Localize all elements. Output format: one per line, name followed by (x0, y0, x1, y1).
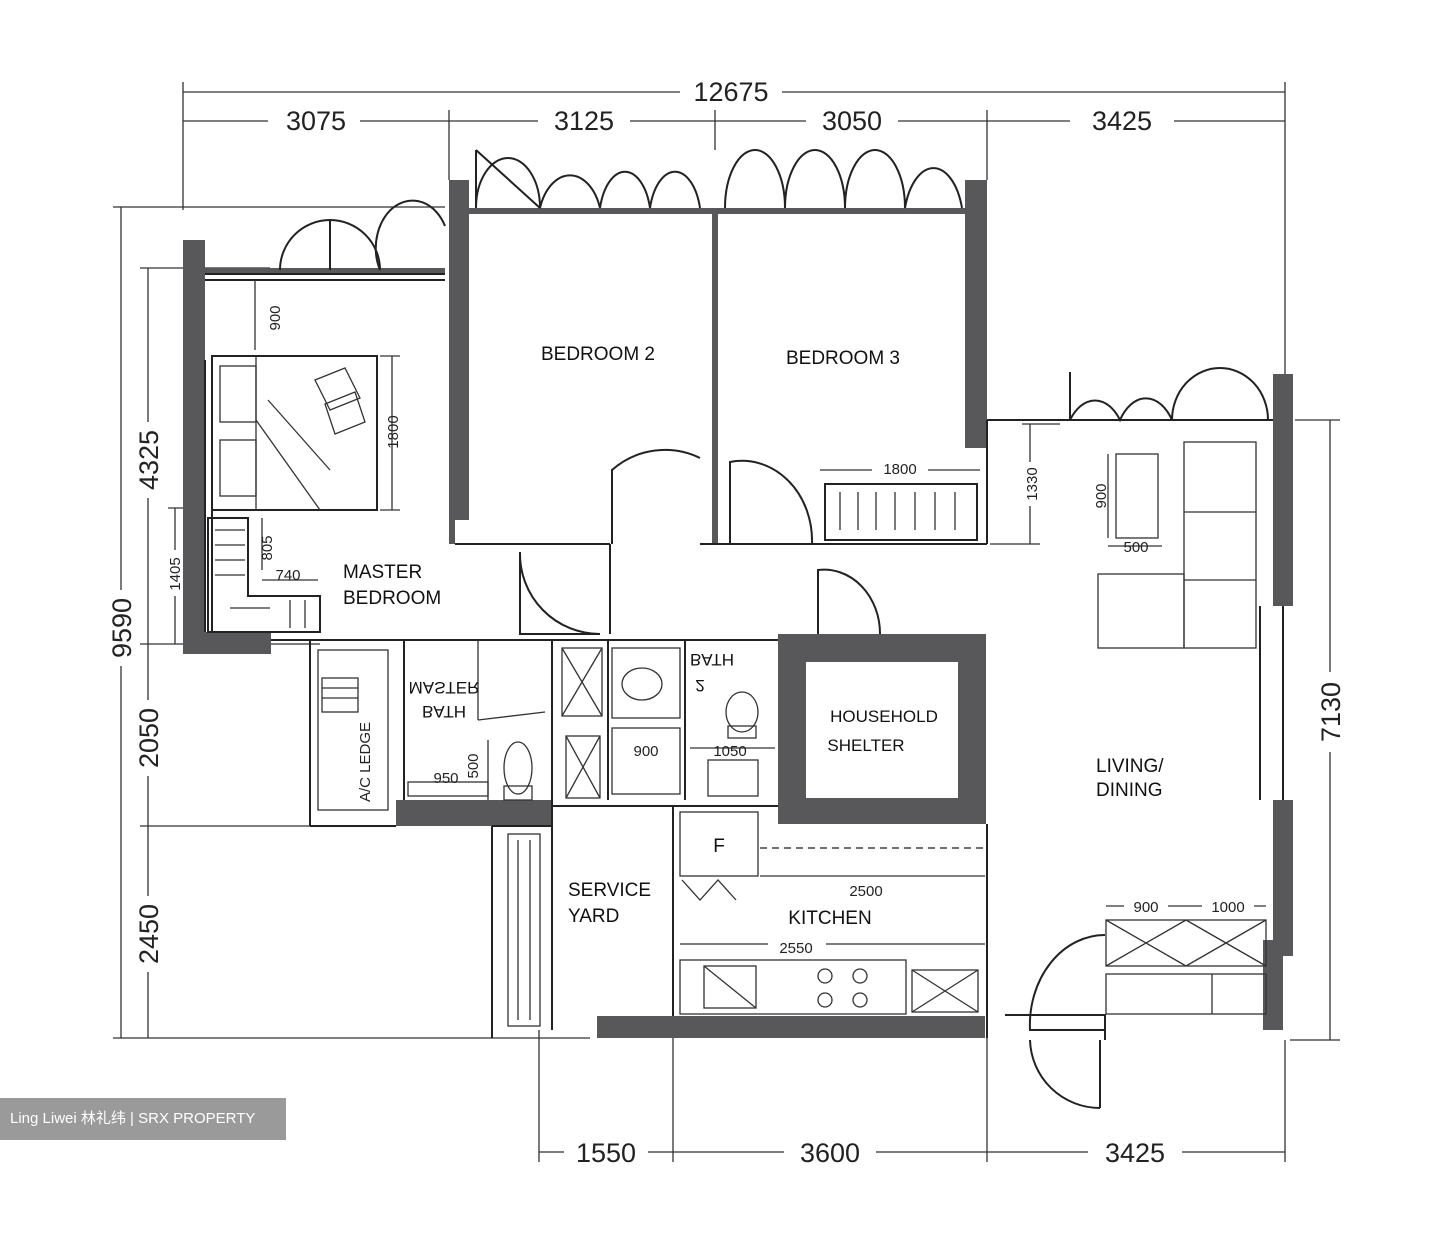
dim-total-height: 9590 (107, 598, 137, 658)
dim-bottom-2: 3600 (800, 1138, 860, 1168)
wall-outlines (271, 419, 1273, 1038)
dim-bath-950: 950 (433, 770, 458, 787)
bedroom-3-label: BEDROOM 3 (786, 348, 900, 369)
kitchen-label: KITCHEN (788, 908, 871, 929)
service-yard-label-2: YARD (568, 906, 619, 927)
living-dining-label-1: LIVING/ (1096, 756, 1164, 777)
dim-bottom-1: 1550 (576, 1138, 636, 1168)
master-bath-label-2: BATH (422, 702, 466, 721)
dim-bath-500: 500 (465, 753, 482, 778)
dim-bath-900: 900 (633, 743, 658, 760)
dim-top-3: 3050 (822, 106, 882, 136)
dim-total-width: 12675 (693, 77, 768, 107)
master-bedroom-label-1: MASTER (343, 562, 422, 583)
bath-2 (561, 647, 775, 799)
dim-left-1: 4325 (134, 430, 164, 490)
dim-top-1: 3075 (286, 106, 346, 136)
dim-kitchen-counter-bottom: 2550 (779, 940, 812, 957)
bath-2-label-2: 2 (695, 676, 704, 695)
dim-shoe-cabinet-1: 900 (1133, 899, 1158, 916)
dim-bottom-3: 3425 (1105, 1138, 1165, 1168)
dim-right: 7130 (1316, 682, 1346, 742)
ac-ledge (317, 649, 389, 811)
living-dining-label-2: DINING (1096, 780, 1163, 801)
bedroom-2-label: BEDROOM 2 (541, 344, 655, 365)
fridge-label: F (713, 836, 725, 857)
living-furniture (1097, 441, 1267, 1015)
dim-top-2: 3125 (554, 106, 614, 136)
dim-left-4: 2450 (134, 904, 164, 964)
bath-2-label-1: BATH (690, 650, 734, 669)
windows (204, 149, 1284, 800)
watermark: Ling Liwei 林礼纬 | SRX PROPERTY (0, 1098, 286, 1140)
dim-table-length: 900 (1093, 483, 1110, 508)
dim-top-4: 3425 (1092, 106, 1152, 136)
service-yard-label-1: SERVICE (568, 880, 651, 901)
master-bedroom-label-2: BEDROOM (343, 588, 441, 609)
top-dimension-lines (182, 77, 1286, 390)
bedroom3-wardrobe (820, 460, 980, 541)
ac-ledge-label: A/C LEDGE (357, 722, 374, 802)
dim-left-3: 2050 (134, 708, 164, 768)
dim-bed3-wardrobe: 1800 (883, 461, 916, 478)
dim-bath-1050: 1050 (713, 743, 746, 760)
master-bed (211, 280, 400, 511)
dim-bed-clearance: 900 (267, 305, 284, 330)
master-wardrobe (207, 517, 321, 633)
dim-wardrobe-width: 740 (275, 567, 300, 584)
dim-left-2: 1405 (167, 557, 184, 590)
dim-wardrobe-depth: 805 (259, 535, 276, 560)
doors (518, 448, 1106, 1109)
walls (183, 180, 1293, 1038)
bottom-dimension-lines (538, 1030, 1286, 1167)
dim-shoe-cabinet-2: 1000 (1211, 899, 1244, 916)
dim-kitchen-counter-top: 2500 (849, 883, 882, 900)
right-dimension-lines (990, 419, 1346, 1041)
dim-bed-length: 1800 (385, 415, 402, 448)
kitchen-fittings (679, 811, 985, 1015)
dim-right-inner: 1330 (1024, 467, 1041, 500)
household-shelter-label-1: HOUSEHOLD (830, 707, 938, 726)
master-bath (403, 640, 546, 801)
service-yard (507, 833, 541, 1027)
dim-table-width: 500 (1123, 539, 1148, 556)
household-shelter-label-2: SHELTER (827, 736, 904, 755)
master-bath-label-1: MASTER (409, 678, 480, 697)
